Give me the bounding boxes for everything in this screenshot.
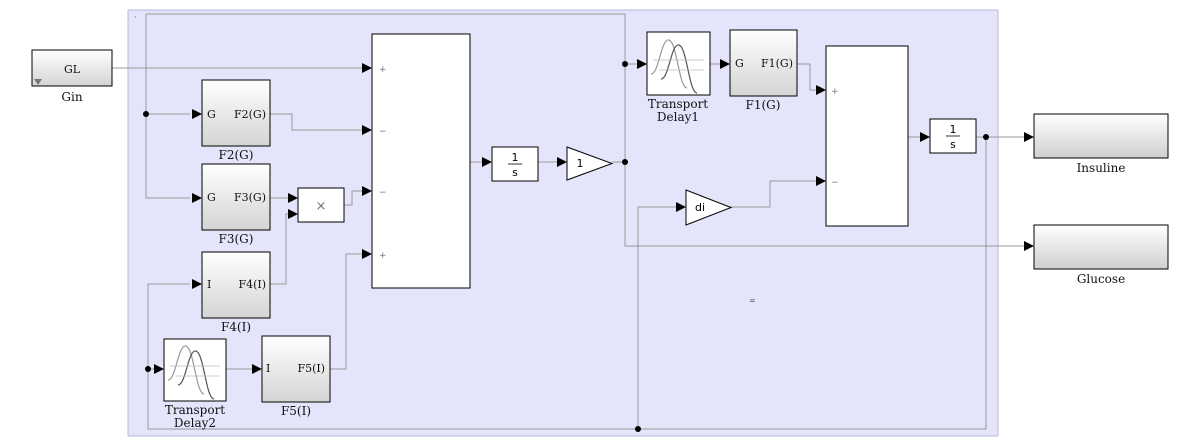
delay1-label-line1: Transport <box>648 97 708 111</box>
delay2-label-line2: Delay2 <box>174 416 216 430</box>
f5-label: F5(I) <box>281 404 311 418</box>
sum2-block[interactable]: + − <box>825 45 909 227</box>
sum2-port-2: − <box>831 178 839 188</box>
f1-out-port: F1(G) <box>761 57 793 70</box>
gin-label: Gin <box>61 90 82 104</box>
f5-block[interactable]: I F5(I) F5(I) <box>261 335 331 418</box>
f2-out-port: F2(G) <box>234 108 266 121</box>
product-block[interactable]: × <box>297 187 345 223</box>
f1-in-port: G <box>735 57 744 70</box>
delay2-label-line1: Transport <box>165 403 225 417</box>
gin-value: GL <box>64 63 81 76</box>
sum1-port-4: + <box>379 251 387 261</box>
sum1-port-1: + <box>379 65 387 75</box>
f5-out-port: F5(I) <box>297 362 325 375</box>
delay-wave-icon <box>650 39 704 94</box>
sum2-port-1: + <box>831 87 839 97</box>
f5-in-port: I <box>266 362 270 375</box>
f4-out-port: F4(I) <box>238 278 266 291</box>
transport-delay1-block[interactable]: Transport Delay1 <box>646 31 711 124</box>
gain-di-block[interactable]: di <box>685 189 733 226</box>
f4-in-port: I <box>207 278 211 291</box>
sum1-port-3: − <box>379 188 387 198</box>
arrow-down-icon <box>34 79 42 85</box>
signal-lines <box>112 13 1024 430</box>
gain1-block[interactable]: 1 <box>566 146 614 181</box>
f4-block[interactable]: I F4(I) F4(I) <box>201 251 271 334</box>
insuline-label: Insuline <box>1077 161 1126 175</box>
f3-label: F3(G) <box>219 232 254 246</box>
glucose-scope-block[interactable]: Glucose <box>1033 224 1169 286</box>
f3-out-port: F3(G) <box>234 191 266 204</box>
product-symbol: × <box>316 199 327 214</box>
integrator1-den: s <box>512 166 518 179</box>
insuline-scope-block[interactable]: Insuline <box>1033 113 1169 175</box>
f2-in-port: G <box>207 108 216 121</box>
gain-di-value: di <box>695 201 705 214</box>
delay1-label-line2: Delay1 <box>657 110 699 124</box>
f2-label: F2(G) <box>219 148 254 162</box>
integrator2-block[interactable]: 1 s <box>929 118 977 154</box>
subsystem-marker: = <box>749 296 756 305</box>
glucose-label: Glucose <box>1077 272 1125 286</box>
junctions <box>143 61 989 432</box>
gin-block[interactable]: GL Gin <box>31 49 113 104</box>
f4-label: F4(I) <box>221 320 251 334</box>
corner-dot: · <box>134 13 137 22</box>
transport-delay2-block[interactable]: Transport Delay2 <box>163 338 227 430</box>
integrator1-num: 1 <box>512 151 519 164</box>
arrowheads <box>154 59 1034 374</box>
gain1-value: 1 <box>577 157 584 170</box>
sum1-port-2: − <box>379 127 387 137</box>
delay-wave-icon <box>167 345 220 400</box>
integrator2-den: s <box>950 138 956 151</box>
f2-block[interactable]: G F2(G) F2(G) <box>201 79 271 162</box>
f3-in-port: G <box>207 191 216 204</box>
integrator1-block[interactable]: 1 s <box>491 146 539 182</box>
f1-block[interactable]: G F1(G) F1(G) <box>729 29 798 112</box>
f1-label: F1(G) <box>746 98 781 112</box>
integrator2-num: 1 <box>950 123 957 136</box>
sum1-block[interactable]: + − − + <box>371 33 471 289</box>
f3-block[interactable]: G F3(G) F3(G) <box>201 163 271 246</box>
